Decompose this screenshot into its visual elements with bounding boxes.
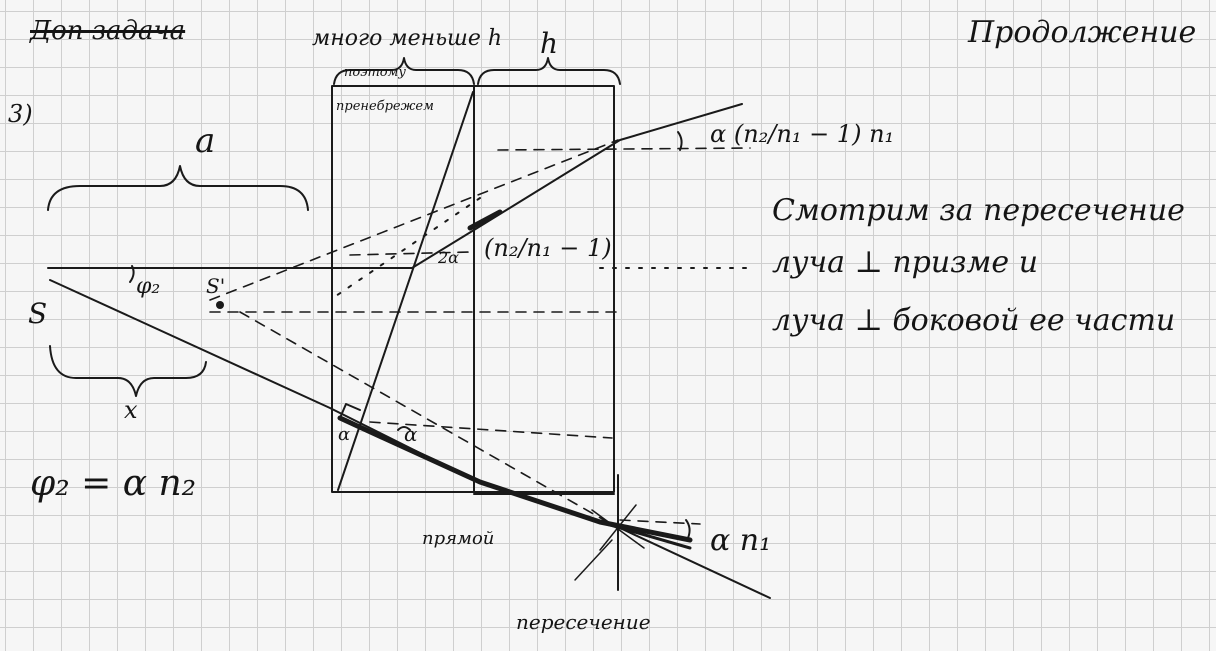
alpha-arc-lower <box>397 426 411 431</box>
note-line-1: Смотрим за пересечение <box>772 193 1185 228</box>
prism-right-block <box>473 85 615 493</box>
label-straight: прямой <box>422 528 495 549</box>
image-point <box>216 301 224 309</box>
label-phi2: φ₂ <box>136 274 161 299</box>
brace-a <box>47 165 309 211</box>
prism-left-block <box>331 85 475 493</box>
label-deviation-1: α (n₂/n₁ − 1) n₁ <box>710 120 895 148</box>
refracted-ray-upper <box>411 103 743 269</box>
label-alpha-vertex: α <box>338 424 351 445</box>
neglected-label: пренебрежем <box>336 99 434 114</box>
thick-segment <box>467 209 503 231</box>
note-line-3: луча ⊥ боковой ее части <box>772 303 1176 338</box>
label-a: a <box>195 121 216 161</box>
brace-left <box>333 57 475 85</box>
alpha-arc-bottom <box>685 519 691 539</box>
alpha-arc-upper <box>677 131 683 151</box>
label-intersection: пересечение <box>516 610 651 634</box>
right-angle-mark <box>339 403 361 419</box>
label-image: S' <box>206 274 226 298</box>
label-x: x <box>124 396 138 424</box>
phi2-arc <box>129 265 135 283</box>
formula: φ₂ = α n₂ <box>30 463 197 504</box>
so-neglect-label: поэтому <box>344 65 406 80</box>
label-two-alpha: 2α <box>438 248 459 267</box>
lens-thickness-note: много меньше h <box>312 26 503 51</box>
struck-title: Доп задача <box>30 16 186 46</box>
brace-right <box>477 57 621 85</box>
continuation-label: Продолжение <box>968 15 1197 50</box>
note-line-2: луча ⊥ призме и <box>772 245 1039 280</box>
label-alpha-n1: α n₁ <box>710 523 772 558</box>
brace-x <box>49 345 207 397</box>
label-alpha-inner: α <box>404 422 418 446</box>
label-h: h <box>540 27 559 60</box>
thick-ray <box>337 415 693 543</box>
label-source: S <box>28 297 48 330</box>
problem-number: 3) <box>8 100 33 128</box>
label-deviation-2: (n₂/n₁ − 1) <box>484 234 612 262</box>
